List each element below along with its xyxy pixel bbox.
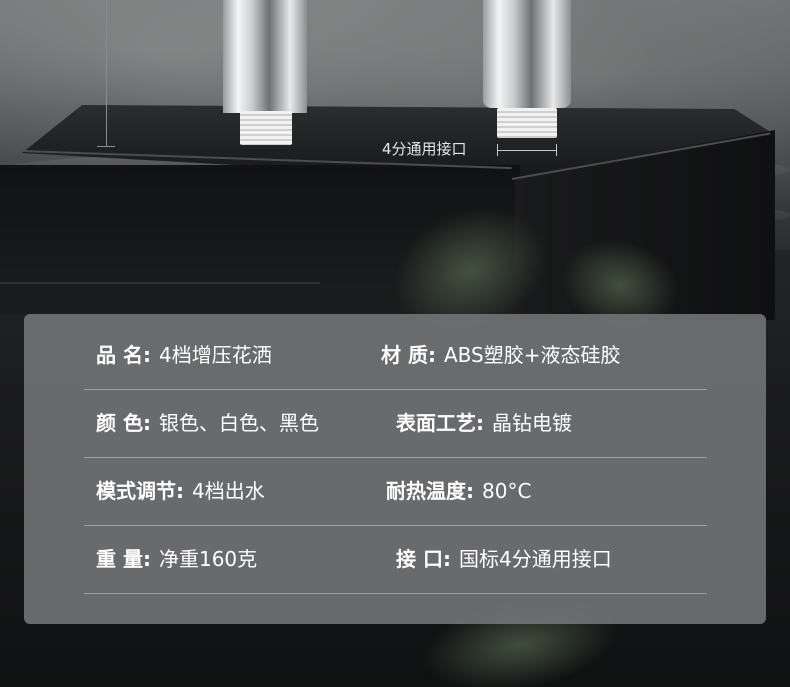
box-edge xyxy=(0,282,320,284)
spec-label: 材 质: xyxy=(381,343,436,367)
spec-row: 重 量: 净重160克 接 口: 国标4分通用接口 xyxy=(84,525,707,594)
spec-row: 品 名: 4档增压花洒 材 质: ABS塑胶+液态硅胶 xyxy=(84,321,707,390)
thread-connector xyxy=(497,108,557,138)
dimension-line xyxy=(106,0,107,146)
spec-value: 国标4分通用接口 xyxy=(458,547,612,571)
spec-cell: 模式调节: 4档出水 xyxy=(96,457,265,525)
dimension-line xyxy=(497,150,557,151)
spec-row: 模式调节: 4档出水 耐热温度: 80°C xyxy=(84,457,707,526)
spec-label: 模式调节: xyxy=(96,479,184,503)
spec-label: 品 名: xyxy=(96,343,151,367)
dimension-tick xyxy=(97,146,115,147)
spec-cell: 品 名: 4档增压花洒 xyxy=(96,321,272,389)
spec-value: 80°C xyxy=(482,479,532,503)
spec-value: 银色、白色、黑色 xyxy=(158,411,319,435)
spec-cell: 重 量: 净重160克 xyxy=(96,525,257,593)
spec-label: 耐热温度: xyxy=(386,479,474,503)
spec-label: 接 口: xyxy=(396,547,451,571)
shower-handle-pipe xyxy=(483,0,571,108)
spec-value: ABS塑胶+液态硅胶 xyxy=(443,343,621,367)
spec-value: 晶钻电镀 xyxy=(492,411,572,435)
spec-value: 净重160克 xyxy=(158,547,258,571)
spec-value: 4档出水 xyxy=(192,479,265,503)
spec-row: 颜 色: 银色、白色、黑色 表面工艺: 晶钻电镀 xyxy=(84,389,707,458)
dimension-tick xyxy=(556,144,557,156)
interface-dimension-label: 4分通用接口 xyxy=(382,140,467,158)
spec-value: 4档增压花洒 xyxy=(158,343,272,367)
spec-cell: 材 质: ABS塑胶+液态硅胶 xyxy=(381,321,620,389)
spec-label: 表面工艺: xyxy=(396,411,484,435)
spec-cell: 接 口: 国标4分通用接口 xyxy=(396,525,612,593)
shower-arm-pipe xyxy=(223,0,307,113)
spec-label: 颜 色: xyxy=(96,411,151,435)
spec-label: 重 量: xyxy=(96,547,151,571)
spec-panel: 品 名: 4档增压花洒 材 质: ABS塑胶+液态硅胶 颜 色: 银色、白色、黑色 表… xyxy=(24,314,766,624)
spec-cell: 颜 色: 银色、白色、黑色 xyxy=(96,389,319,457)
thread-connector xyxy=(240,111,292,145)
spec-cell: 耐热温度: 80°C xyxy=(386,457,531,525)
spec-cell: 表面工艺: 晶钻电镀 xyxy=(396,389,572,457)
display-box-front xyxy=(0,165,520,315)
